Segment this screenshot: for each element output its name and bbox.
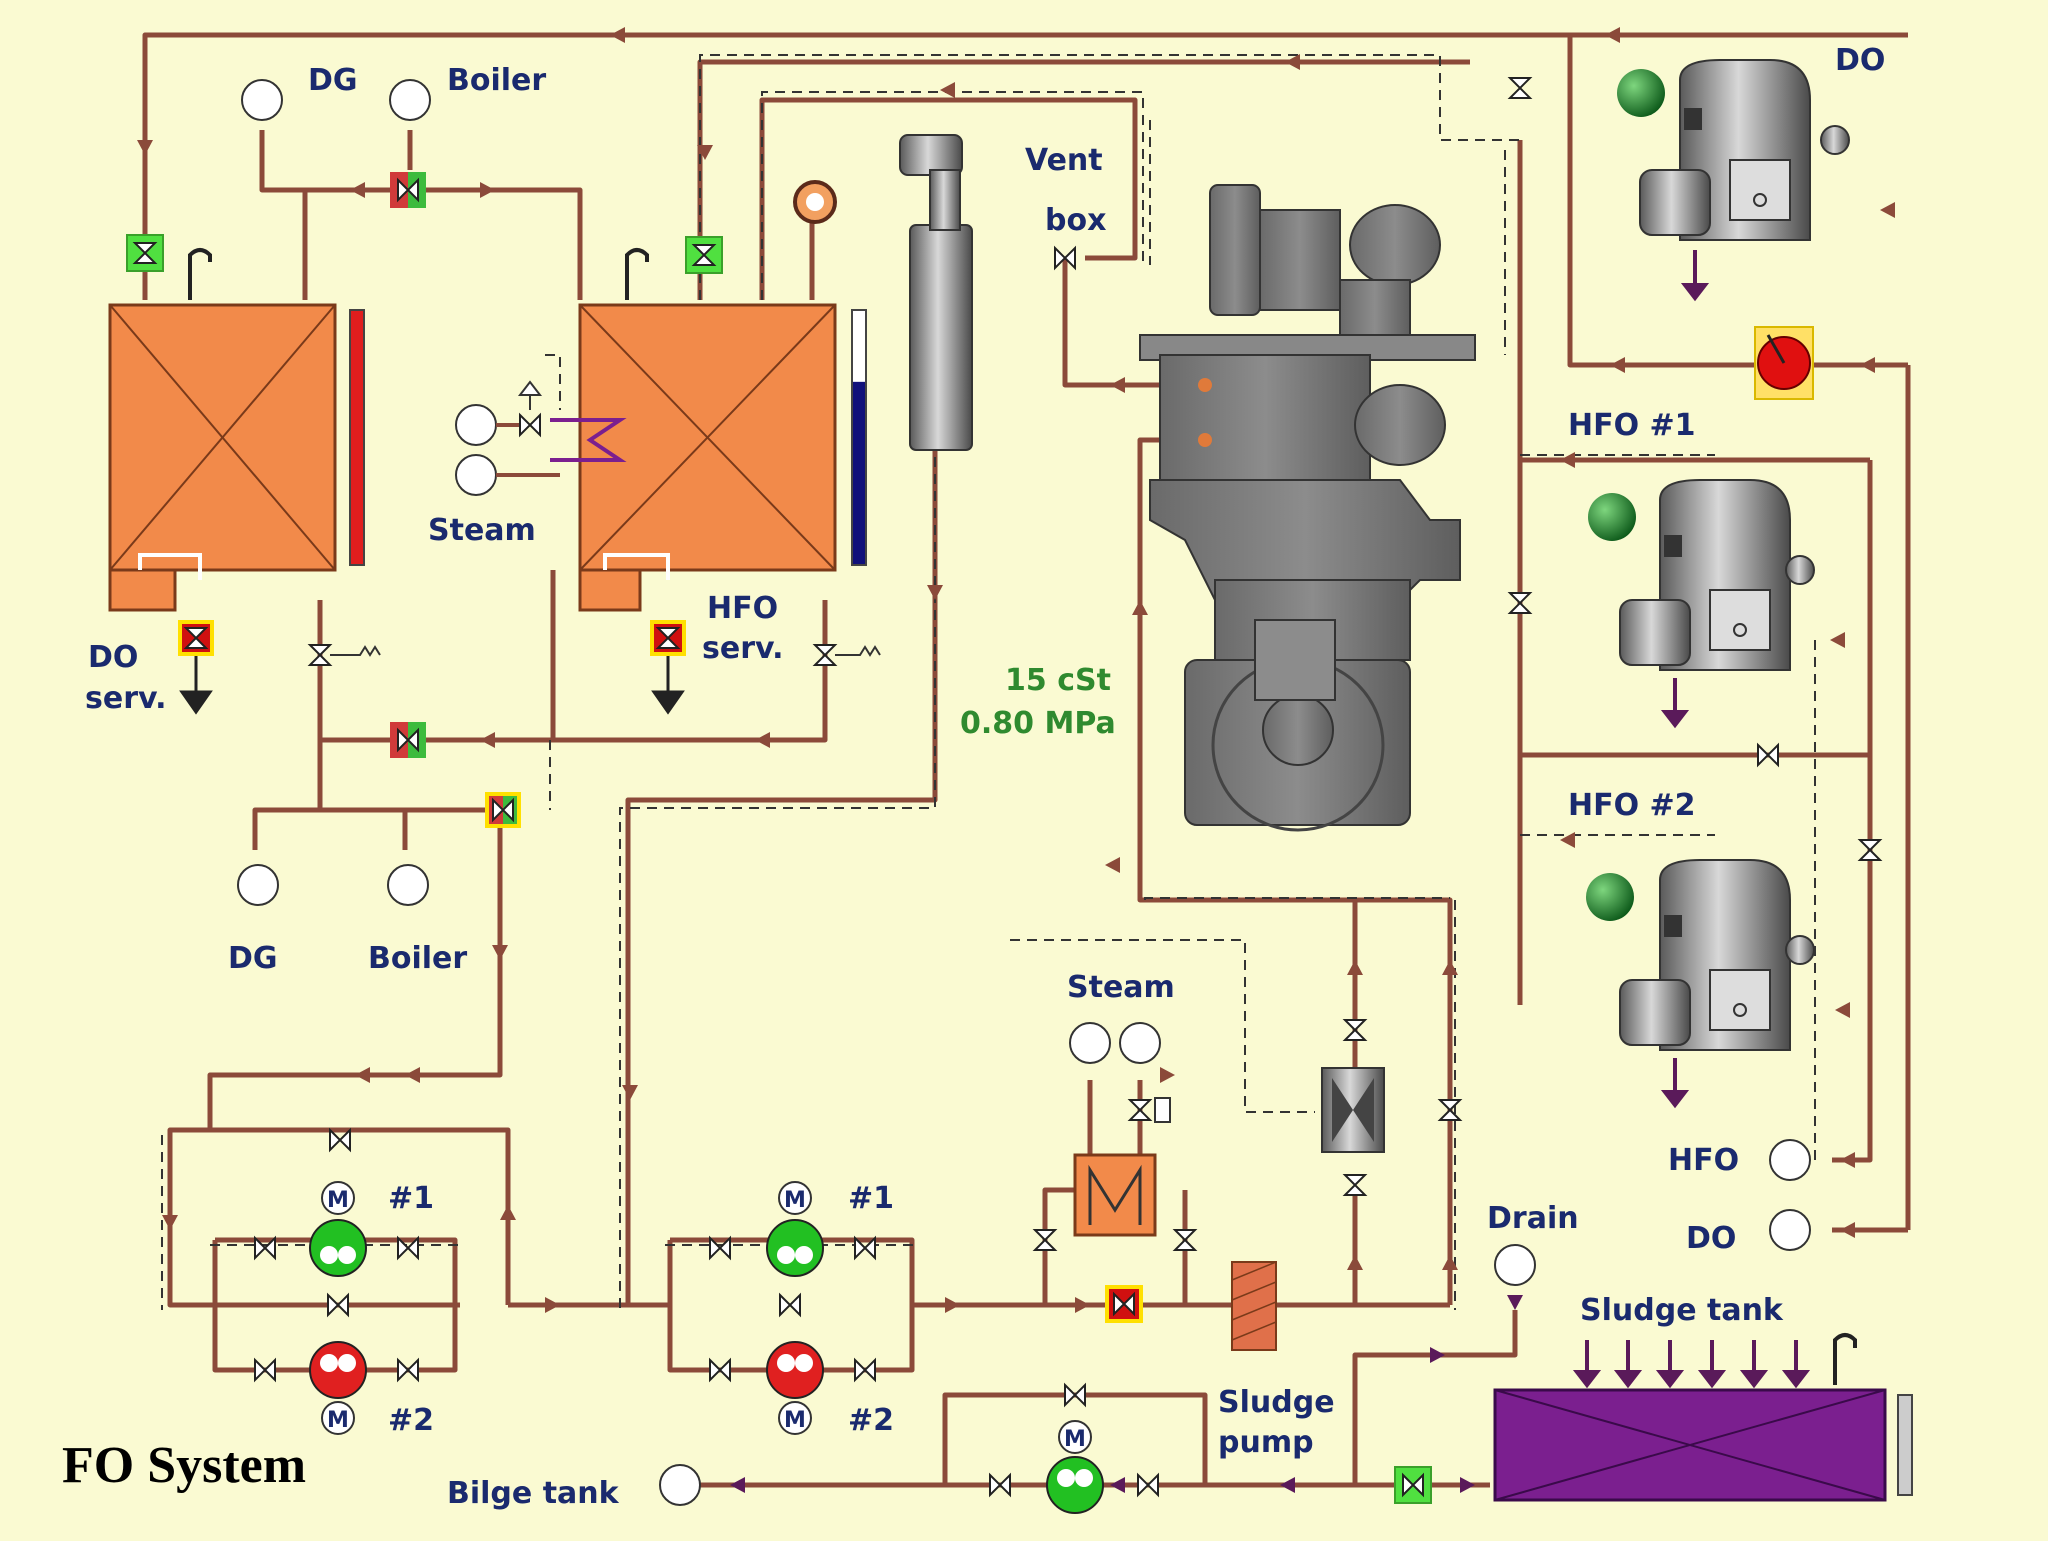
hfo-serv-label-2: serv. [702,631,784,666]
three-way-valve-do[interactable] [390,722,426,758]
vent-level-gauge [793,180,837,224]
dashed-lines [161,54,1816,1310]
boiler-bottom-gauge [387,864,429,906]
steam-heater[interactable] [1073,1153,1157,1237]
flow-arrows [137,27,1895,1313]
svg-text:M: M [327,1408,349,1433]
viscosimeter[interactable] [1321,1019,1461,1196]
viscosity-readout: 15 cSt [1005,663,1111,698]
supply-pump-1-label: #1 [388,1181,434,1216]
do-outlet-valve[interactable] [309,644,381,666]
do-serv-label-2: serv. [85,681,167,716]
booster-pump-1-label: #1 [848,1181,894,1216]
hfo-supply-gauge [1769,1139,1811,1181]
hfo-outlet-valve[interactable] [814,644,881,666]
box-label: box [1045,203,1106,238]
sludge-pump-label-1: Sludge [1218,1385,1335,1420]
do-supply-gauge [1769,1209,1811,1251]
hfo-tank-level-gauge [851,309,867,566]
vent-label: Vent [1025,143,1103,178]
sludge-tank-label: Sludge tank [1580,1293,1784,1328]
sludge-arrows [730,1295,1523,1493]
svg-text:M: M [327,1188,349,1213]
dg-top-label: DG [308,63,358,98]
booster-pump-2[interactable] [766,1341,824,1435]
do-service-tank[interactable] [108,248,337,612]
sludge-outlet-valve[interactable] [1394,1466,1432,1504]
do-purifier-label: DO [1835,43,1885,78]
supply-pump-2[interactable] [309,1341,367,1435]
booster-pump-1[interactable] [766,1181,824,1277]
do-supply-label: DO [1686,1221,1736,1256]
dg-bottom-label: DG [228,941,278,976]
bilge-tank-label: Bilge tank [447,1476,620,1511]
supply-pump-2-label: #2 [388,1403,434,1438]
diagram-title: FO System [62,1437,306,1494]
motor-labels: M M M M M [327,1188,1086,1452]
pressure-readout: 0.80 MPa [960,706,1116,741]
do-tank-level-gauge [349,309,365,566]
hfo-supply-label: HFO [1668,1143,1739,1178]
three-way-valve-hfo[interactable] [485,792,521,828]
hfo2-label: HFO #2 [1568,788,1696,823]
sludge-pump[interactable] [989,1384,1159,1514]
fine-filter[interactable] [1231,1261,1277,1351]
supply-pump-1[interactable] [309,1181,367,1277]
pipe-network [142,32,1911,1488]
hfo2-purifier[interactable] [1619,859,1815,1109]
pressure-relief-gauge[interactable] [1754,326,1814,400]
hfo1-purifier[interactable] [1619,479,1815,729]
steam-heater-gauges [1069,1022,1171,1123]
hfo-service-tank[interactable] [550,248,837,612]
hfo1-purifier-status [1588,493,1636,541]
inlet-valve-hfo-tank[interactable] [685,236,723,274]
svg-text:M: M [784,1188,806,1213]
boiler-bottom-label: Boiler [368,941,467,976]
hfo-serv-drain-valve[interactable] [650,620,686,715]
hfo-serv-label-1: HFO [707,591,778,626]
drain-gauge [1494,1244,1536,1286]
drain-label: Drain [1487,1201,1579,1236]
dg-bottom-gauge [237,864,279,906]
heater-bypass-valve[interactable] [1105,1285,1143,1323]
vent-box[interactable] [899,134,973,451]
steam-label: Steam [428,513,536,548]
three-way-valve-top[interactable] [390,172,426,208]
booster-pump-2-label: #2 [848,1403,894,1438]
steam-gauges [455,380,560,496]
hfo1-label: HFO #1 [1568,408,1696,443]
svg-text:M: M [1064,1427,1086,1452]
main-engine[interactable] [1139,184,1476,832]
svg-text:M: M [784,1408,806,1433]
hfo2-purifier-status [1586,873,1634,921]
sludge-pump-label-2: pump [1218,1425,1314,1460]
boiler-top-gauge [389,79,431,121]
sludge-inlet-arrows [1572,1340,1811,1389]
bilge-tank-gauge [659,1464,701,1506]
do-purifier[interactable] [1639,59,1850,302]
boiler-top-label: Boiler [447,63,546,98]
steam-bottom-label: Steam [1067,970,1175,1005]
dg-top-gauge [241,79,283,121]
do-serv-drain-valve[interactable] [178,620,214,715]
do-serv-label-1: DO [88,640,138,675]
sludge-tank[interactable] [1493,1333,1913,1502]
do-purifier-status [1617,69,1665,117]
inlet-valve-do-tank[interactable] [126,234,164,272]
